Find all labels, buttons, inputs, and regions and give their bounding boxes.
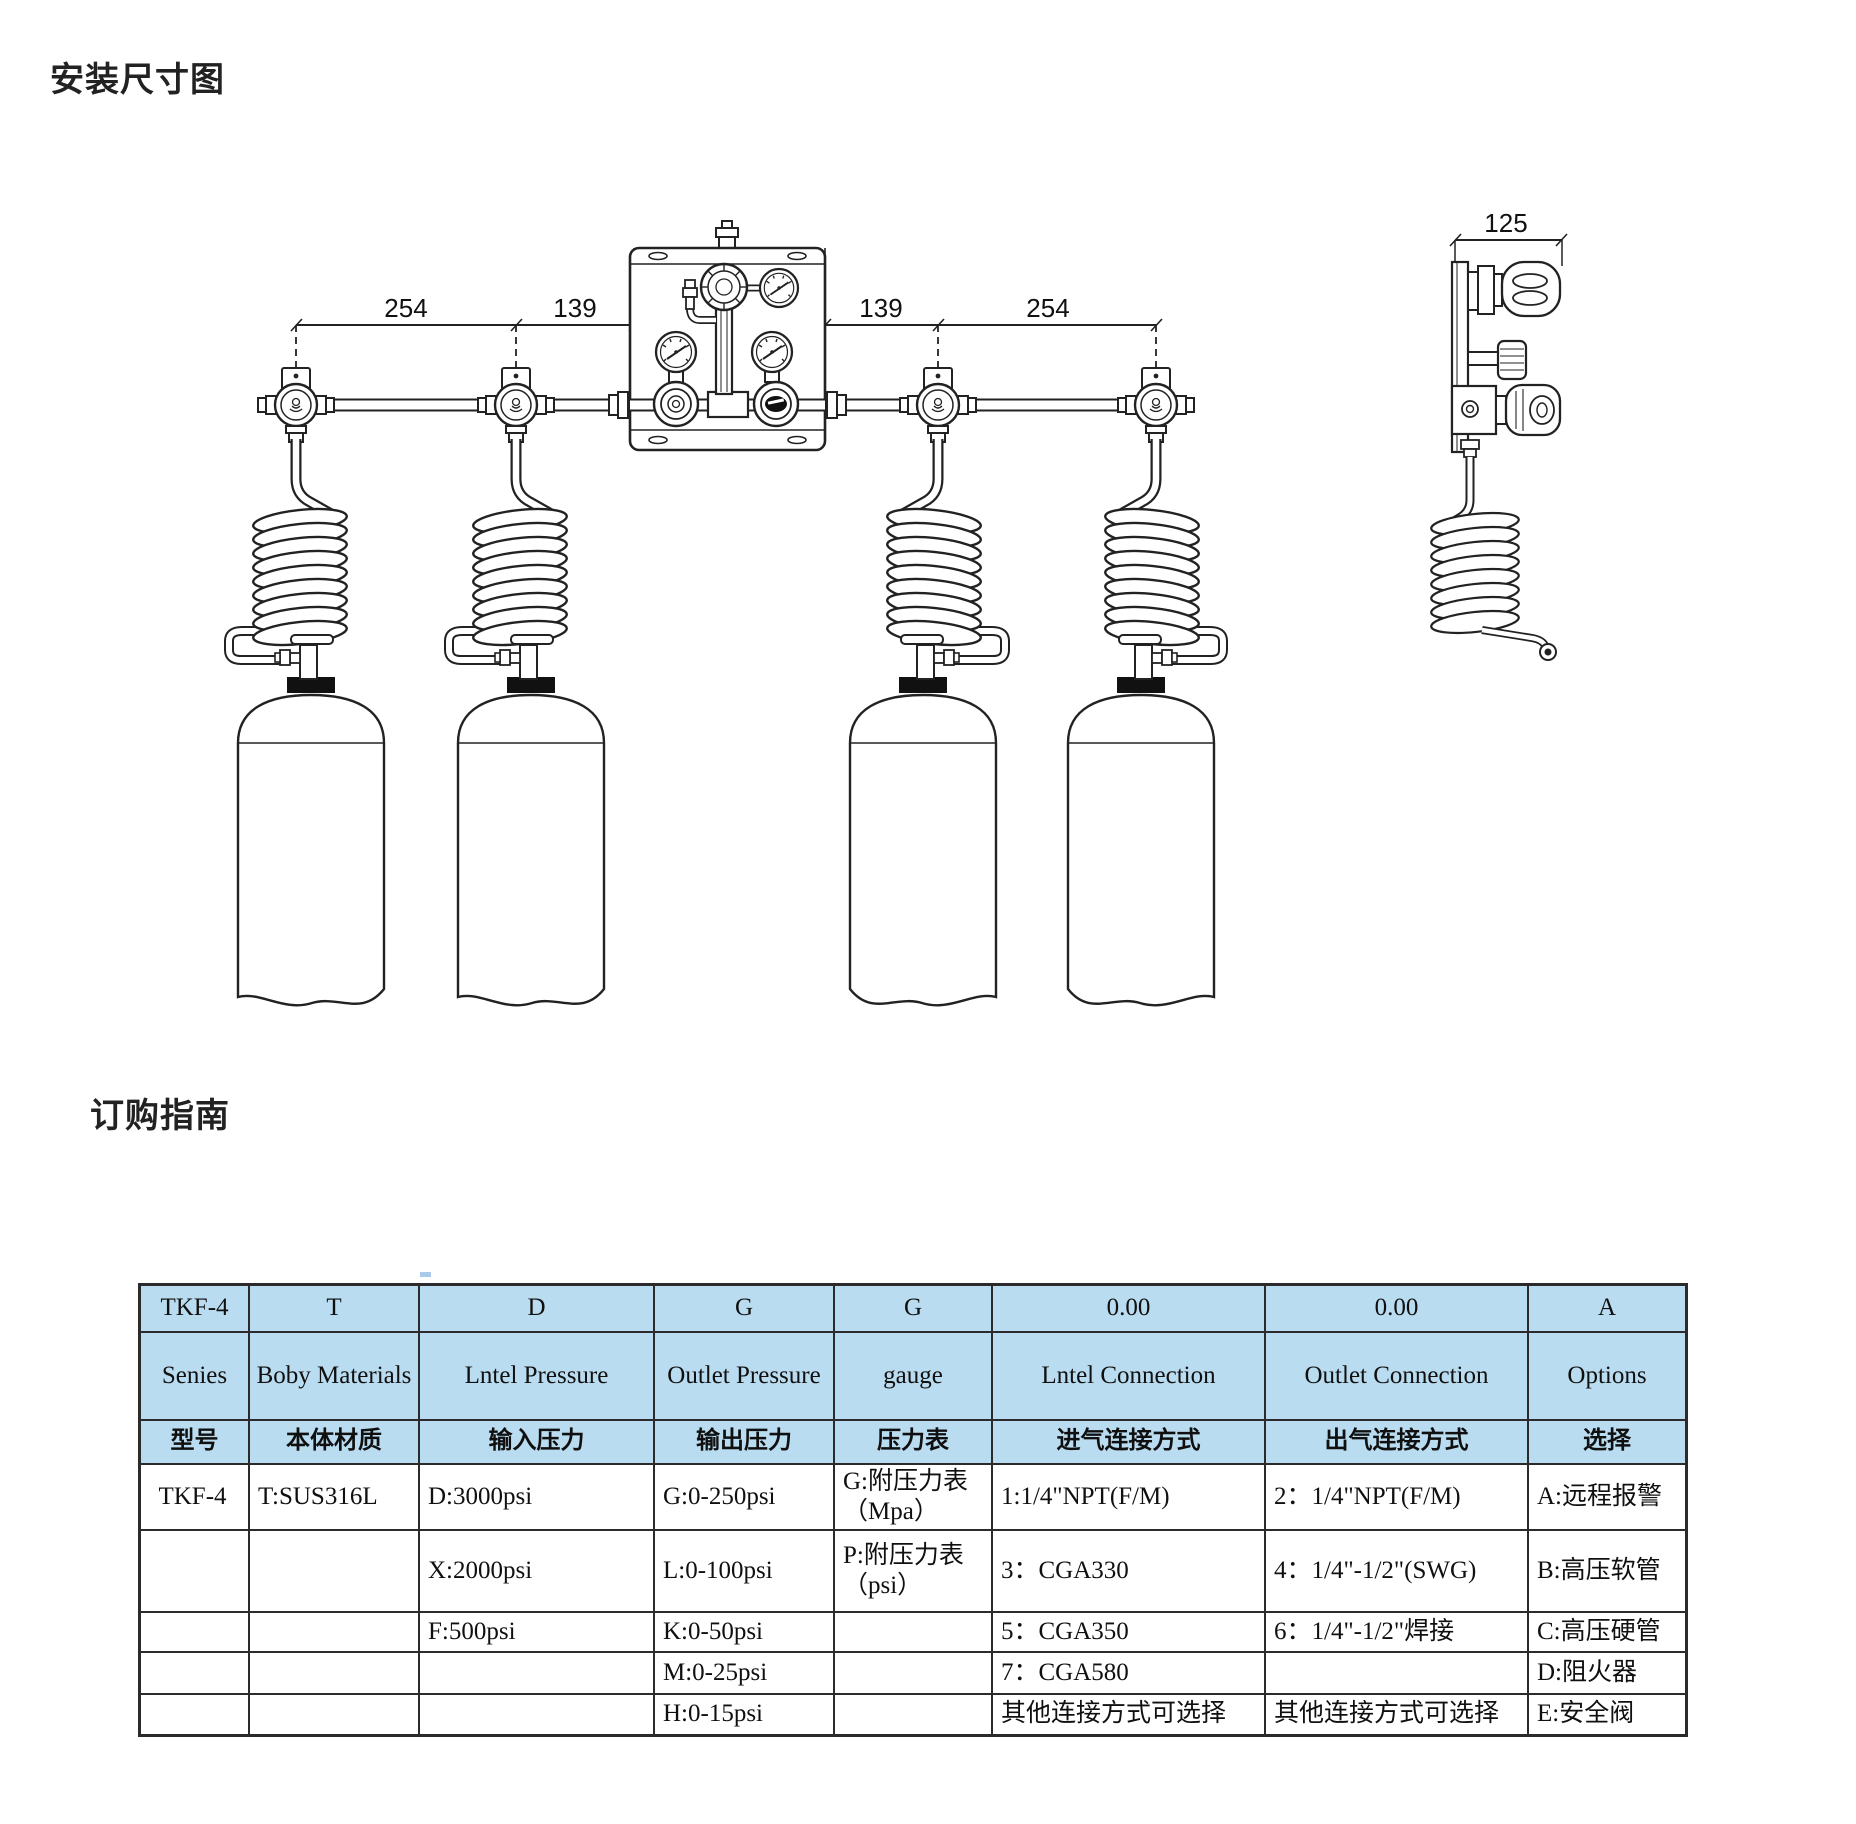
header-cell: Senies — [140, 1332, 249, 1420]
dim-label-right-outer: 254 — [1026, 293, 1069, 323]
table-cell: 1:1/4"NPT(F/M) — [992, 1464, 1265, 1530]
header-cell: Outlet Connection — [1265, 1332, 1528, 1420]
ordering-section-title: 订购指南 — [90, 1097, 230, 1135]
header-cell: T — [249, 1285, 419, 1332]
table-cell: M:0-25psi — [654, 1652, 834, 1694]
table-cell: D:3000psi — [419, 1464, 654, 1530]
installation-section-title: 安装尺寸图 — [50, 61, 225, 99]
table-cell — [1265, 1652, 1528, 1694]
regulator-right — [752, 380, 800, 428]
header-cell: Boby Materials — [249, 1332, 419, 1420]
table-cell: 其他连接方式可选择 — [992, 1694, 1265, 1735]
table-cell — [140, 1530, 249, 1612]
header-cell: 0.00 — [992, 1285, 1265, 1332]
header-cell: 输出压力 — [654, 1420, 834, 1464]
header-cell: A — [1528, 1285, 1686, 1332]
gauge-right — [750, 330, 794, 374]
table-cell: 7：CGA580 — [992, 1652, 1265, 1694]
table-cell — [834, 1652, 992, 1694]
table-cell: 2：1/4"NPT(F/M) — [1265, 1464, 1528, 1530]
table-cell: 其他连接方式可选择 — [1265, 1694, 1528, 1735]
table-cell: K:0-50psi — [654, 1612, 834, 1652]
table-cell — [419, 1694, 654, 1735]
header-cell: Outlet Pressure — [654, 1332, 834, 1420]
dim-label-side: 125 — [1484, 208, 1527, 238]
header-cell: 型号 — [140, 1420, 249, 1464]
table-cell — [249, 1612, 419, 1652]
header-cell: 输入压力 — [419, 1420, 654, 1464]
table-cell — [419, 1652, 654, 1694]
table-cell: D:阻火器 — [1528, 1652, 1686, 1694]
station-3 — [850, 325, 1005, 1005]
dim-label-right-inner: 139 — [859, 293, 902, 323]
table-cell: B:高压软管 — [1528, 1530, 1686, 1612]
header-cell: 出气连接方式 — [1265, 1420, 1528, 1464]
table-cell: A:远程报警 — [1528, 1464, 1686, 1530]
header-cell: Lntel Pressure — [419, 1332, 654, 1420]
station-2 — [449, 325, 604, 1005]
gauge-top — [758, 267, 800, 309]
side-pigtail-coil — [1430, 511, 1520, 635]
table-cell — [834, 1694, 992, 1735]
header-cell: Options — [1528, 1332, 1686, 1420]
gauge-left — [654, 330, 698, 374]
table-cell: E:安全阀 — [1528, 1694, 1686, 1735]
dim-label-left-inner: 139 — [553, 293, 596, 323]
regulator-left — [652, 380, 700, 428]
table-cell — [249, 1694, 419, 1735]
table-cell: 3：CGA330 — [992, 1530, 1265, 1612]
table-cell — [140, 1612, 249, 1652]
header-cell: 进气连接方式 — [992, 1420, 1265, 1464]
header-cell: 本体材质 — [249, 1420, 419, 1464]
table-cell: G:0-250psi — [654, 1464, 834, 1530]
table-cell: TKF-4 — [140, 1464, 249, 1530]
dim-label-left-outer: 254 — [384, 293, 427, 323]
header-cell: 压力表 — [834, 1420, 992, 1464]
table-cell: P:附压力表 （psi） — [834, 1530, 992, 1612]
header-cell: 选择 — [1528, 1420, 1686, 1464]
table-cell: T:SUS316L — [249, 1464, 419, 1530]
station-1 — [229, 325, 384, 1005]
table-cell: C:高压硬管 — [1528, 1612, 1686, 1652]
artifact-mark — [420, 1272, 431, 1277]
table-cell: H:0-15psi — [654, 1694, 834, 1735]
manifold-panel — [628, 220, 827, 452]
table-cell: L:0-100psi — [654, 1530, 834, 1612]
manifold-pipe — [296, 391, 1156, 419]
header-cell: G — [834, 1285, 992, 1332]
installation-diagram: 254 139 139 254 — [0, 208, 1568, 1070]
header-row: 型号本体材质输入压力输出压力压力表进气连接方式出气连接方式选择 — [140, 1420, 1686, 1464]
table-cell — [249, 1652, 419, 1694]
table-cell — [249, 1530, 419, 1612]
table-cell: X:2000psi — [419, 1530, 654, 1612]
table-cell: 6：1/4"-1/2"焊接 — [1265, 1612, 1528, 1652]
header-cell: TKF-4 — [140, 1285, 249, 1332]
station-4 — [1068, 325, 1223, 1005]
table-row: M:0-25psi 7：CGA580 D:阻火器 — [140, 1652, 1686, 1694]
table-cell: 4：1/4"-1/2"(SWG) — [1265, 1530, 1528, 1612]
table-cell: G:附压力表 （Mpa） — [834, 1464, 992, 1530]
table-cell: 5：CGA350 — [992, 1612, 1265, 1652]
header-cell: D — [419, 1285, 654, 1332]
table-cell — [140, 1694, 249, 1735]
header-cell: G — [654, 1285, 834, 1332]
table-cell — [834, 1612, 992, 1652]
table-cell — [140, 1652, 249, 1694]
table-cell: F:500psi — [419, 1612, 654, 1652]
header-cell: 0.00 — [1265, 1285, 1528, 1332]
header-cell: Lntel Connection — [992, 1332, 1265, 1420]
header-cell: gauge — [834, 1332, 992, 1420]
side-view: 125 — [1430, 208, 1568, 661]
